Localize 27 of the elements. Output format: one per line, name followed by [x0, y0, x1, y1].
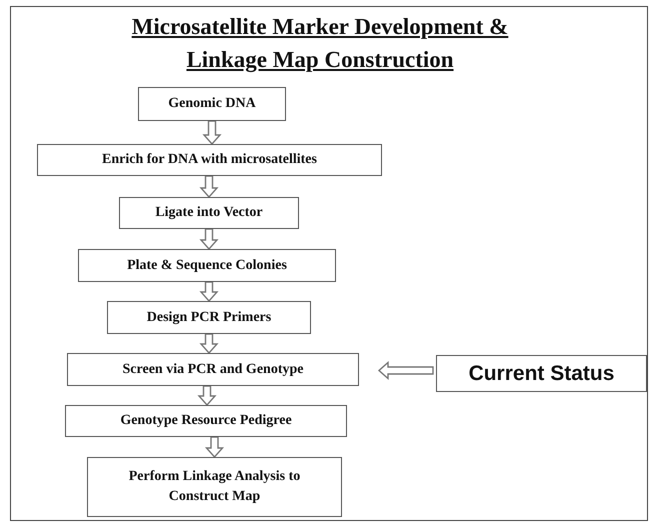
arrow	[378, 360, 434, 380]
arrow	[197, 385, 217, 406]
step-text: Genotype Resource Pedigree	[119, 412, 293, 430]
arrow	[199, 333, 219, 354]
step-text: Perform Linkage Analysis to Construct Map	[128, 468, 302, 506]
step-text: Current Status	[468, 362, 616, 386]
arrow	[202, 120, 222, 146]
process-box	[107, 301, 311, 334]
status-box	[436, 355, 647, 392]
step-text: Screen via PCR and Genotype	[122, 360, 304, 378]
process-box	[65, 405, 347, 437]
process-box	[67, 353, 359, 386]
process-box	[138, 87, 286, 121]
arrow	[199, 228, 219, 250]
arrow	[199, 281, 219, 302]
arrow	[204, 436, 224, 458]
arrow	[199, 175, 219, 198]
process-box	[37, 144, 382, 176]
step-text: Design PCR Primers	[146, 308, 272, 326]
step-text: Plate & Sequence Colonies	[126, 256, 288, 274]
process-box	[87, 457, 342, 517]
process-box	[119, 197, 299, 229]
step-text: Genomic DNA	[167, 95, 257, 113]
step-text: Enrich for DNA with microsatellites	[101, 151, 318, 169]
process-box	[78, 249, 336, 282]
title: Microsatellite Marker Development & Linkage Map Construction	[130, 13, 510, 74]
step-text: Ligate into Vector	[154, 204, 264, 222]
